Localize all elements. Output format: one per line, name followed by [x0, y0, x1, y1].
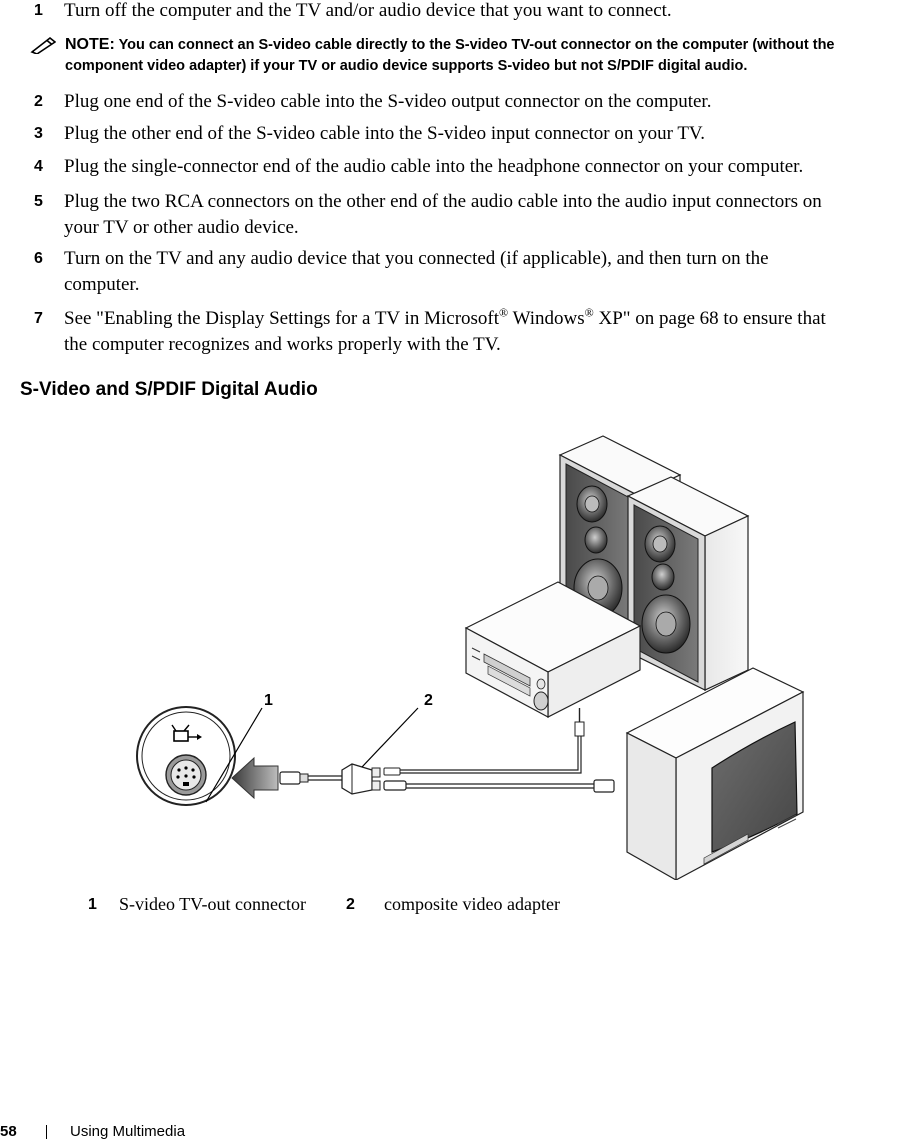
legend-label: S-video TV-out connector — [119, 894, 306, 914]
step-text: Plug the single-connector end of the aud… — [64, 156, 804, 177]
step-number: 3 — [34, 125, 43, 142]
pencil-icon — [30, 36, 56, 54]
audio-receiver — [464, 581, 642, 719]
step-number: 1 — [34, 2, 43, 19]
callout-line-1 — [205, 707, 263, 803]
step-number: 2 — [34, 93, 43, 110]
tv-out-icon — [171, 724, 202, 742]
page-number: 58 — [0, 1123, 17, 1140]
section-title: S-Video and S/PDIF Digital Audio — [20, 379, 318, 400]
footer-divider — [46, 1125, 47, 1139]
chapter-title: Using Multimedia — [70, 1123, 186, 1140]
step-number: 5 — [34, 193, 43, 210]
callout-1: 1 — [264, 692, 273, 709]
step-text: Plug the other end of the S-video cable … — [64, 123, 705, 144]
s-video-cable — [279, 771, 342, 785]
connection-figure: 1 2 — [0, 420, 908, 882]
audio-cable — [400, 708, 585, 774]
step-text-line-2: computer. — [64, 274, 140, 295]
step-text: Plug one end of the S-video cable into t… — [64, 91, 712, 112]
step-text-pre: See "Enabling the Display Settings for a… — [64, 308, 500, 329]
step-text-line-1: Plug the two RCA connectors on the other… — [64, 191, 822, 212]
speaker-right — [626, 476, 750, 691]
connection-illustration: 1 2 — [136, 435, 805, 882]
step-6: 6 Turn on the TV and any audio device th… — [0, 246, 906, 298]
figure-legend: 1 S-video TV-out connector 2 composite v… — [0, 894, 908, 920]
registered-mark: ® — [499, 305, 509, 320]
registered-mark: ® — [584, 305, 594, 320]
step-text: Turn off the computer and the TV and/or … — [64, 0, 672, 21]
step-text-mid: Windows — [508, 308, 585, 329]
legend-label: composite video adapter — [384, 894, 560, 914]
step-5: 5 Plug the two RCA connectors on the oth… — [0, 189, 906, 241]
step-text-post: XP" on page 68 to ensure that — [593, 308, 826, 329]
television — [625, 667, 805, 882]
composite-video-adapter — [341, 763, 407, 795]
step-text-line-2: the computer recognizes and works proper… — [64, 334, 501, 355]
s-video-port-closeup — [136, 706, 236, 806]
legend-number: 2 — [346, 896, 355, 913]
note-label: NOTE: — [65, 36, 115, 53]
step-number: 6 — [34, 250, 43, 267]
video-cable — [406, 779, 615, 793]
page-footer: 58 Using Multimedia — [0, 1121, 908, 1143]
step-number: 7 — [34, 310, 43, 327]
legend-number: 1 — [88, 896, 97, 913]
callout-line-2 — [361, 707, 419, 768]
insert-arrow-icon — [231, 756, 279, 800]
step-text-line-2: your TV or other audio device. — [64, 217, 299, 238]
step-7: 7 See "Enabling the Display Settings for… — [0, 306, 906, 358]
callout-2: 2 — [424, 692, 433, 709]
note-text: You can connect an S-video cable directl… — [65, 37, 835, 74]
step-number: 4 — [34, 158, 43, 175]
step-text-line-1: Turn on the TV and any audio device that… — [64, 248, 769, 269]
